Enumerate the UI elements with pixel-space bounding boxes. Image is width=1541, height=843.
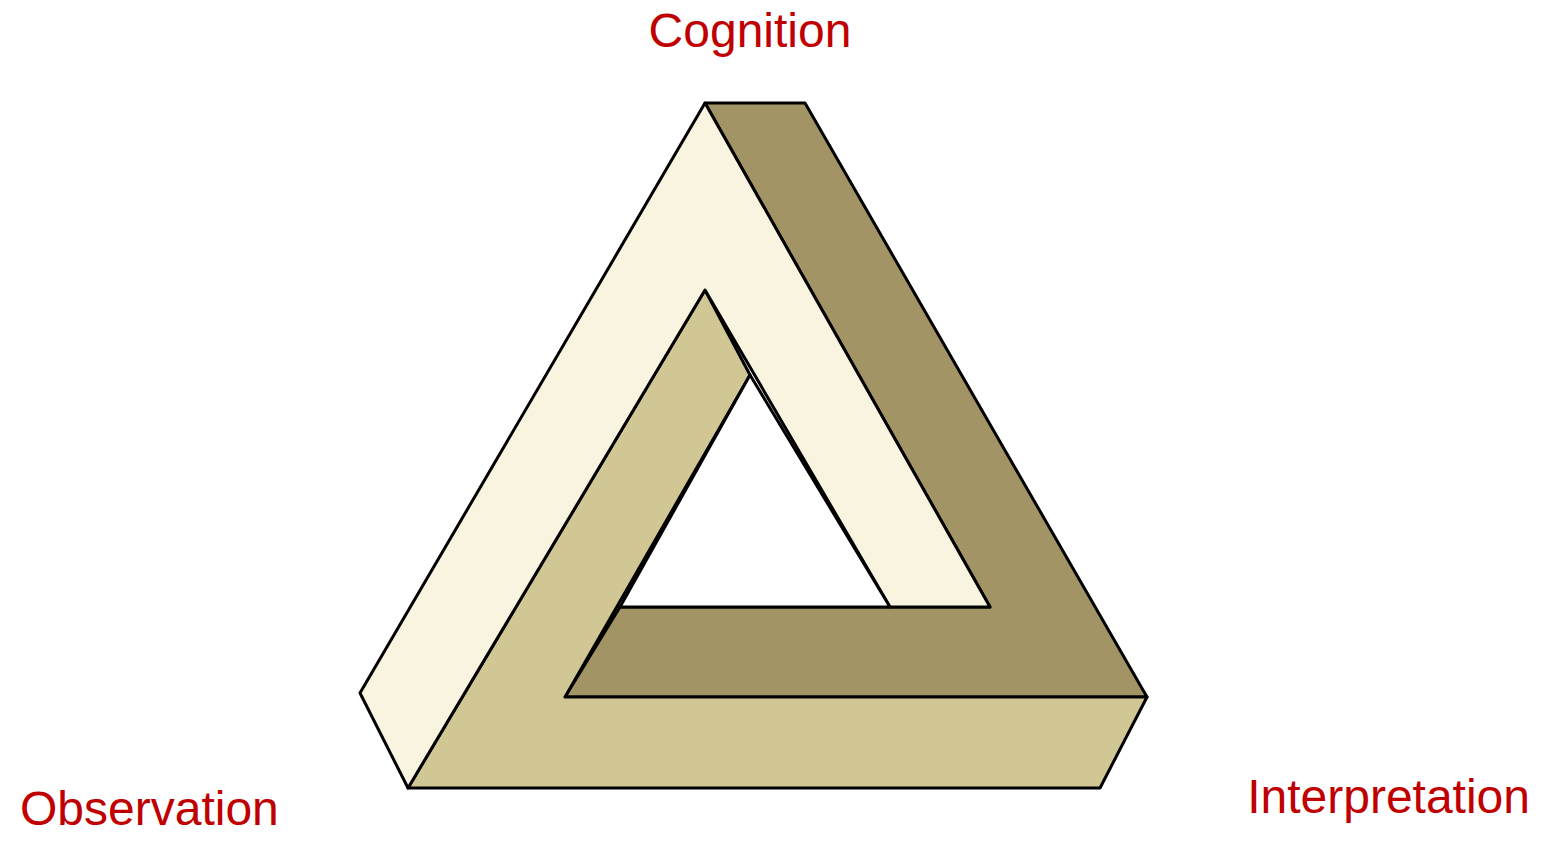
corner-label: Cognition [649, 6, 852, 56]
corner-label: Interpretation [1247, 772, 1530, 822]
triangle-hole [620, 375, 890, 607]
triangle-cream-face [360, 103, 990, 788]
corner-label: Observation [20, 784, 279, 834]
